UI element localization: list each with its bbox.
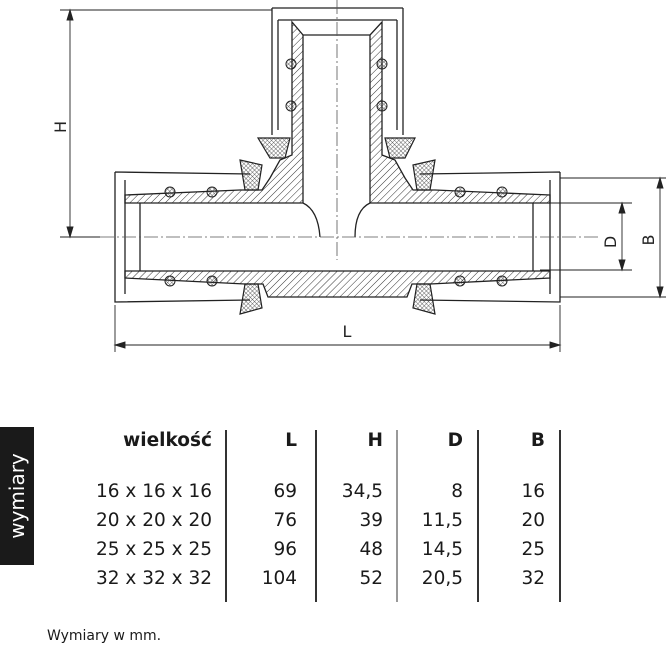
column-divider — [396, 430, 398, 602]
table-cell: 20,5 — [421, 568, 463, 589]
table-cell: 32 x 32 x 32 — [95, 568, 212, 589]
fitting-body — [124, 20, 304, 204]
table-cell: 39 — [359, 510, 383, 531]
table-cell: 8 — [451, 481, 463, 502]
branch-sleeve — [271, 7, 404, 135]
column-divider — [559, 430, 561, 602]
table-cell: 69 — [273, 481, 297, 502]
dimension-B-label: B — [639, 235, 658, 246]
column-divider — [477, 430, 479, 602]
table-cell: 16 x 16 x 16 — [95, 481, 212, 502]
column-divider — [225, 430, 227, 602]
table-cell: 76 — [273, 510, 297, 531]
tee-fitting-drawing: H L D B — [51, 0, 666, 352]
side-tab-label: wymiary — [5, 453, 29, 539]
column-header: B — [530, 430, 545, 451]
table-cell: 32 — [521, 568, 545, 589]
table-cell: 96 — [273, 539, 297, 560]
table-cell: 16 — [521, 481, 545, 502]
column-header: D — [447, 430, 463, 451]
column-header: H — [367, 430, 383, 451]
side-tab: wymiary — [0, 427, 34, 565]
units-note: Wymiary w mm. — [47, 628, 162, 644]
column-header: wielkość — [123, 430, 212, 451]
table-cell: 14,5 — [421, 539, 463, 560]
table-cell: 20 x 20 x 20 — [95, 510, 212, 531]
column-divider — [315, 430, 317, 602]
table-cell: 104 — [261, 568, 297, 589]
dimension-H-label: H — [51, 121, 70, 133]
table-cell: 25 — [521, 539, 545, 560]
dimension-L-label: L — [343, 322, 352, 341]
dimension-D-label: D — [601, 236, 620, 248]
table-cell: 48 — [359, 539, 383, 560]
table-cell: 11,5 — [421, 510, 463, 531]
table-cell: 25 x 25 x 25 — [95, 539, 212, 560]
table-cell: 20 — [521, 510, 545, 531]
column-header: L — [285, 430, 297, 451]
table-cell: 52 — [359, 568, 383, 589]
table-cell: 34,5 — [341, 481, 383, 502]
